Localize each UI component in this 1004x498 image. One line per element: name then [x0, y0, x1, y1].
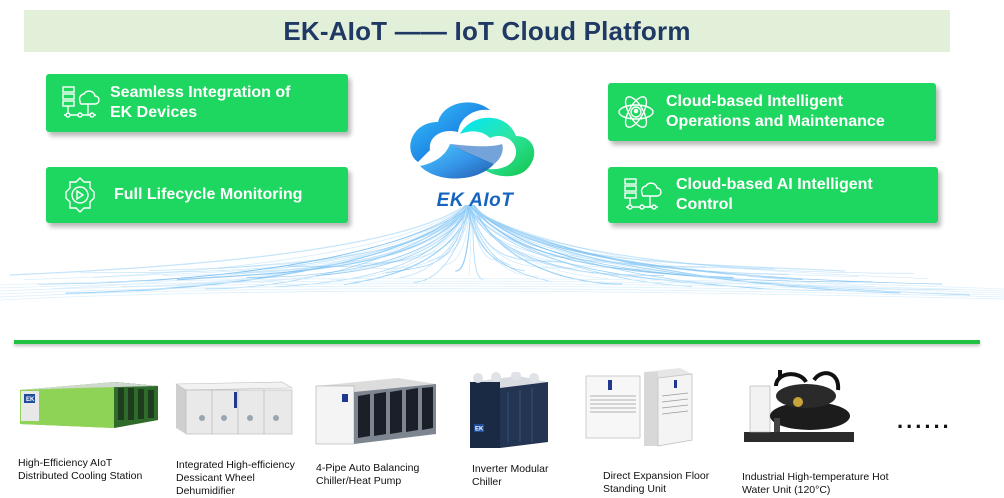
- feature-label: Cloud-based AI Intelligent Control: [676, 176, 873, 213]
- data-stream-ray: [121, 205, 475, 288]
- product-heat-pump: [312, 376, 440, 446]
- data-stream-ray: [0, 278, 1004, 290]
- data-stream-ray: [316, 205, 471, 276]
- data-stream-ray: [274, 205, 468, 288]
- data-stream-ray: [0, 288, 1004, 298]
- feature-label: Full Lifecycle Monitoring: [114, 186, 303, 203]
- data-stream-ray: [149, 205, 468, 272]
- data-stream-ray: [471, 205, 845, 272]
- data-stream-ray: [0, 283, 1004, 294]
- data-stream-ray: [23, 205, 468, 280]
- more-ellipsis: ......: [897, 408, 952, 433]
- feature-ai-control: Cloud-based AI Intelligent Control: [608, 167, 938, 223]
- product-label: Integrated High-efficiency Dessicant Whe…: [176, 459, 295, 497]
- data-stream-ray: [371, 205, 475, 270]
- product-label: 4-Pipe Auto Balancing Chiller/Heat Pump: [316, 462, 420, 487]
- data-stream-ray: [441, 205, 471, 267]
- product-cooling-station: EK: [18, 376, 160, 432]
- feature-lifecycle-monitoring: Full Lifecycle Monitoring: [46, 167, 348, 223]
- data-stream-ray: [466, 205, 776, 270]
- data-stream-ray: [302, 205, 470, 272]
- data-stream-ray: [471, 205, 971, 296]
- logo-text: EK AIoT: [436, 190, 514, 211]
- page-title: EK-AIoT —— IoT Cloud Platform: [283, 15, 691, 46]
- data-stream-ray: [9, 205, 467, 276]
- title-bar: EK-AIoT —— IoT Cloud Platform: [24, 10, 950, 52]
- lifecycle-gear-icon: [65, 177, 95, 213]
- section-divider: [14, 340, 980, 344]
- product-hot-water-unit: [740, 366, 858, 450]
- feature-label: Cloud-based Intelligent Operations and M…: [666, 93, 885, 130]
- atom-orbit-icon: [618, 96, 654, 128]
- data-stream-ray: [260, 205, 467, 283]
- feature-intelligent-operations: Cloud-based Intelligent Operations and M…: [608, 83, 936, 141]
- product-dehumidifier: [172, 378, 296, 436]
- data-stream-ray: [163, 205, 469, 276]
- data-stream-ray: [107, 205, 474, 283]
- data-stream-ray: [466, 205, 901, 294]
- hot-water-unit-icon: [744, 370, 854, 442]
- device-network-icon: [624, 178, 662, 210]
- cloud-logo-icon: [410, 102, 535, 179]
- product-label: Inverter Modular Chiller: [472, 463, 549, 488]
- data-stream-ray: [79, 205, 472, 274]
- cooling-station-icon: EK: [20, 382, 158, 428]
- data-stream-ray: [0, 280, 1004, 292]
- svg-text:EK: EK: [475, 427, 484, 433]
- data-stream-ray: [468, 205, 929, 280]
- data-stream-ray: [427, 205, 470, 263]
- product-floor-unit: [584, 366, 694, 450]
- data-stream-rays: [0, 205, 1004, 301]
- dehumidifier-icon: [174, 381, 294, 435]
- product-label: High-Efficiency AIoT Distributed Cooling…: [18, 457, 143, 482]
- product-modular-chiller: EK: [468, 372, 550, 450]
- product-label: Industrial High-temperature Hot Water Un…: [742, 471, 889, 496]
- data-stream-ray: [204, 205, 472, 290]
- data-stream-ray: [0, 285, 1004, 296]
- data-stream-ray: [218, 205, 473, 269]
- data-stream-ray: [469, 205, 567, 263]
- data-stream-ray: [467, 205, 915, 274]
- modular-chiller-icon: EK: [470, 372, 548, 448]
- heat-pump-icon: [315, 378, 436, 445]
- data-stream-ray: [469, 205, 943, 285]
- data-stream-ray: [473, 205, 873, 283]
- data-stream-ray: [0, 290, 1004, 301]
- floor-unit-icon: [585, 368, 693, 447]
- data-stream-ray: [399, 205, 468, 279]
- svg-text:EK: EK: [26, 397, 35, 403]
- feature-label: Seamless Integration of EK Devices: [110, 84, 291, 121]
- feature-seamless-integration: Seamless Integration of EK Devices: [46, 74, 348, 132]
- device-network-icon: [62, 86, 100, 118]
- product-label: Direct Expansion Floor Standing Unit: [603, 470, 710, 495]
- data-stream-ray: [472, 205, 859, 277]
